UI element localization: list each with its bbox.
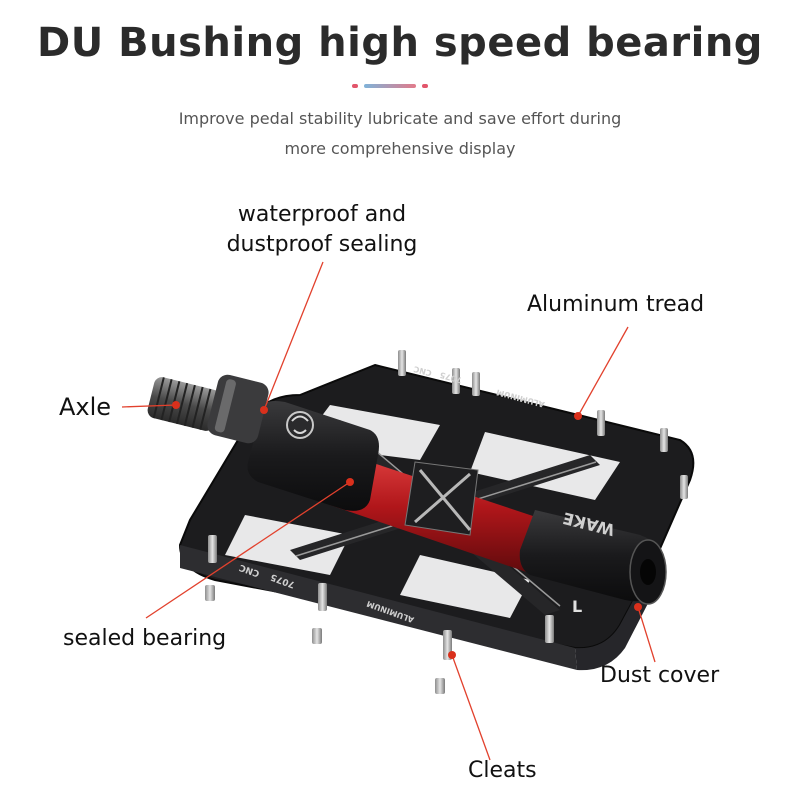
dot-axle bbox=[172, 401, 180, 409]
page-title: DU Bushing high speed bearing bbox=[37, 20, 763, 66]
leader-dots bbox=[172, 401, 642, 659]
dot-dust-cover bbox=[634, 603, 642, 611]
center-hub-x bbox=[414, 469, 472, 531]
leader-bearing bbox=[145, 481, 351, 619]
inner-hub bbox=[247, 401, 379, 511]
accent-bar-2 bbox=[364, 84, 416, 88]
axle-nut-highlight bbox=[214, 379, 236, 433]
callout-sealing-line-1: waterproof and bbox=[237, 202, 407, 227]
leader-cleats bbox=[451, 654, 491, 761]
leader-lines bbox=[121, 261, 656, 761]
leader-axle bbox=[121, 404, 177, 408]
side-mark: L bbox=[572, 597, 582, 616]
pedal-window bbox=[225, 515, 350, 575]
pedal-front-edge bbox=[180, 545, 577, 670]
leader-dust-cover bbox=[637, 606, 656, 663]
callout-cleats: Cleats bbox=[468, 758, 537, 783]
dot-sealing bbox=[260, 406, 268, 414]
callout-sealing: waterproof and dustproof sealing bbox=[212, 200, 432, 260]
leader-sealing bbox=[263, 261, 324, 411]
axle-thread-grooves bbox=[152, 377, 212, 430]
dust-cover-socket bbox=[640, 559, 656, 585]
pedal-window bbox=[400, 555, 530, 618]
leader-tread bbox=[577, 326, 629, 417]
callout-sealed-bearing: sealed bearing bbox=[63, 626, 227, 651]
brand-emblem-icon bbox=[291, 415, 309, 434]
subtitle-line-1: Improve pedal stability lubricate and sa… bbox=[178, 109, 622, 128]
callout-axle: Axle bbox=[59, 393, 112, 421]
accent-bar-3 bbox=[422, 84, 428, 88]
outer-hub bbox=[519, 510, 664, 602]
dot-tread bbox=[574, 412, 582, 420]
accent-bar-1 bbox=[352, 84, 358, 88]
callout-aluminum-tread: Aluminum tread bbox=[527, 292, 705, 317]
dot-cleats bbox=[448, 651, 456, 659]
cleat-pins bbox=[205, 350, 688, 694]
subtitle-line-2: more comprehensive display bbox=[284, 139, 516, 158]
pedal-window bbox=[470, 432, 620, 500]
dot-bearing bbox=[346, 478, 354, 486]
subtitle: Improve pedal stability lubricate and sa… bbox=[100, 104, 700, 164]
callout-sealing-line-2: dustproof sealing bbox=[226, 232, 418, 257]
callout-dust-cover: Dust cover bbox=[600, 663, 720, 688]
